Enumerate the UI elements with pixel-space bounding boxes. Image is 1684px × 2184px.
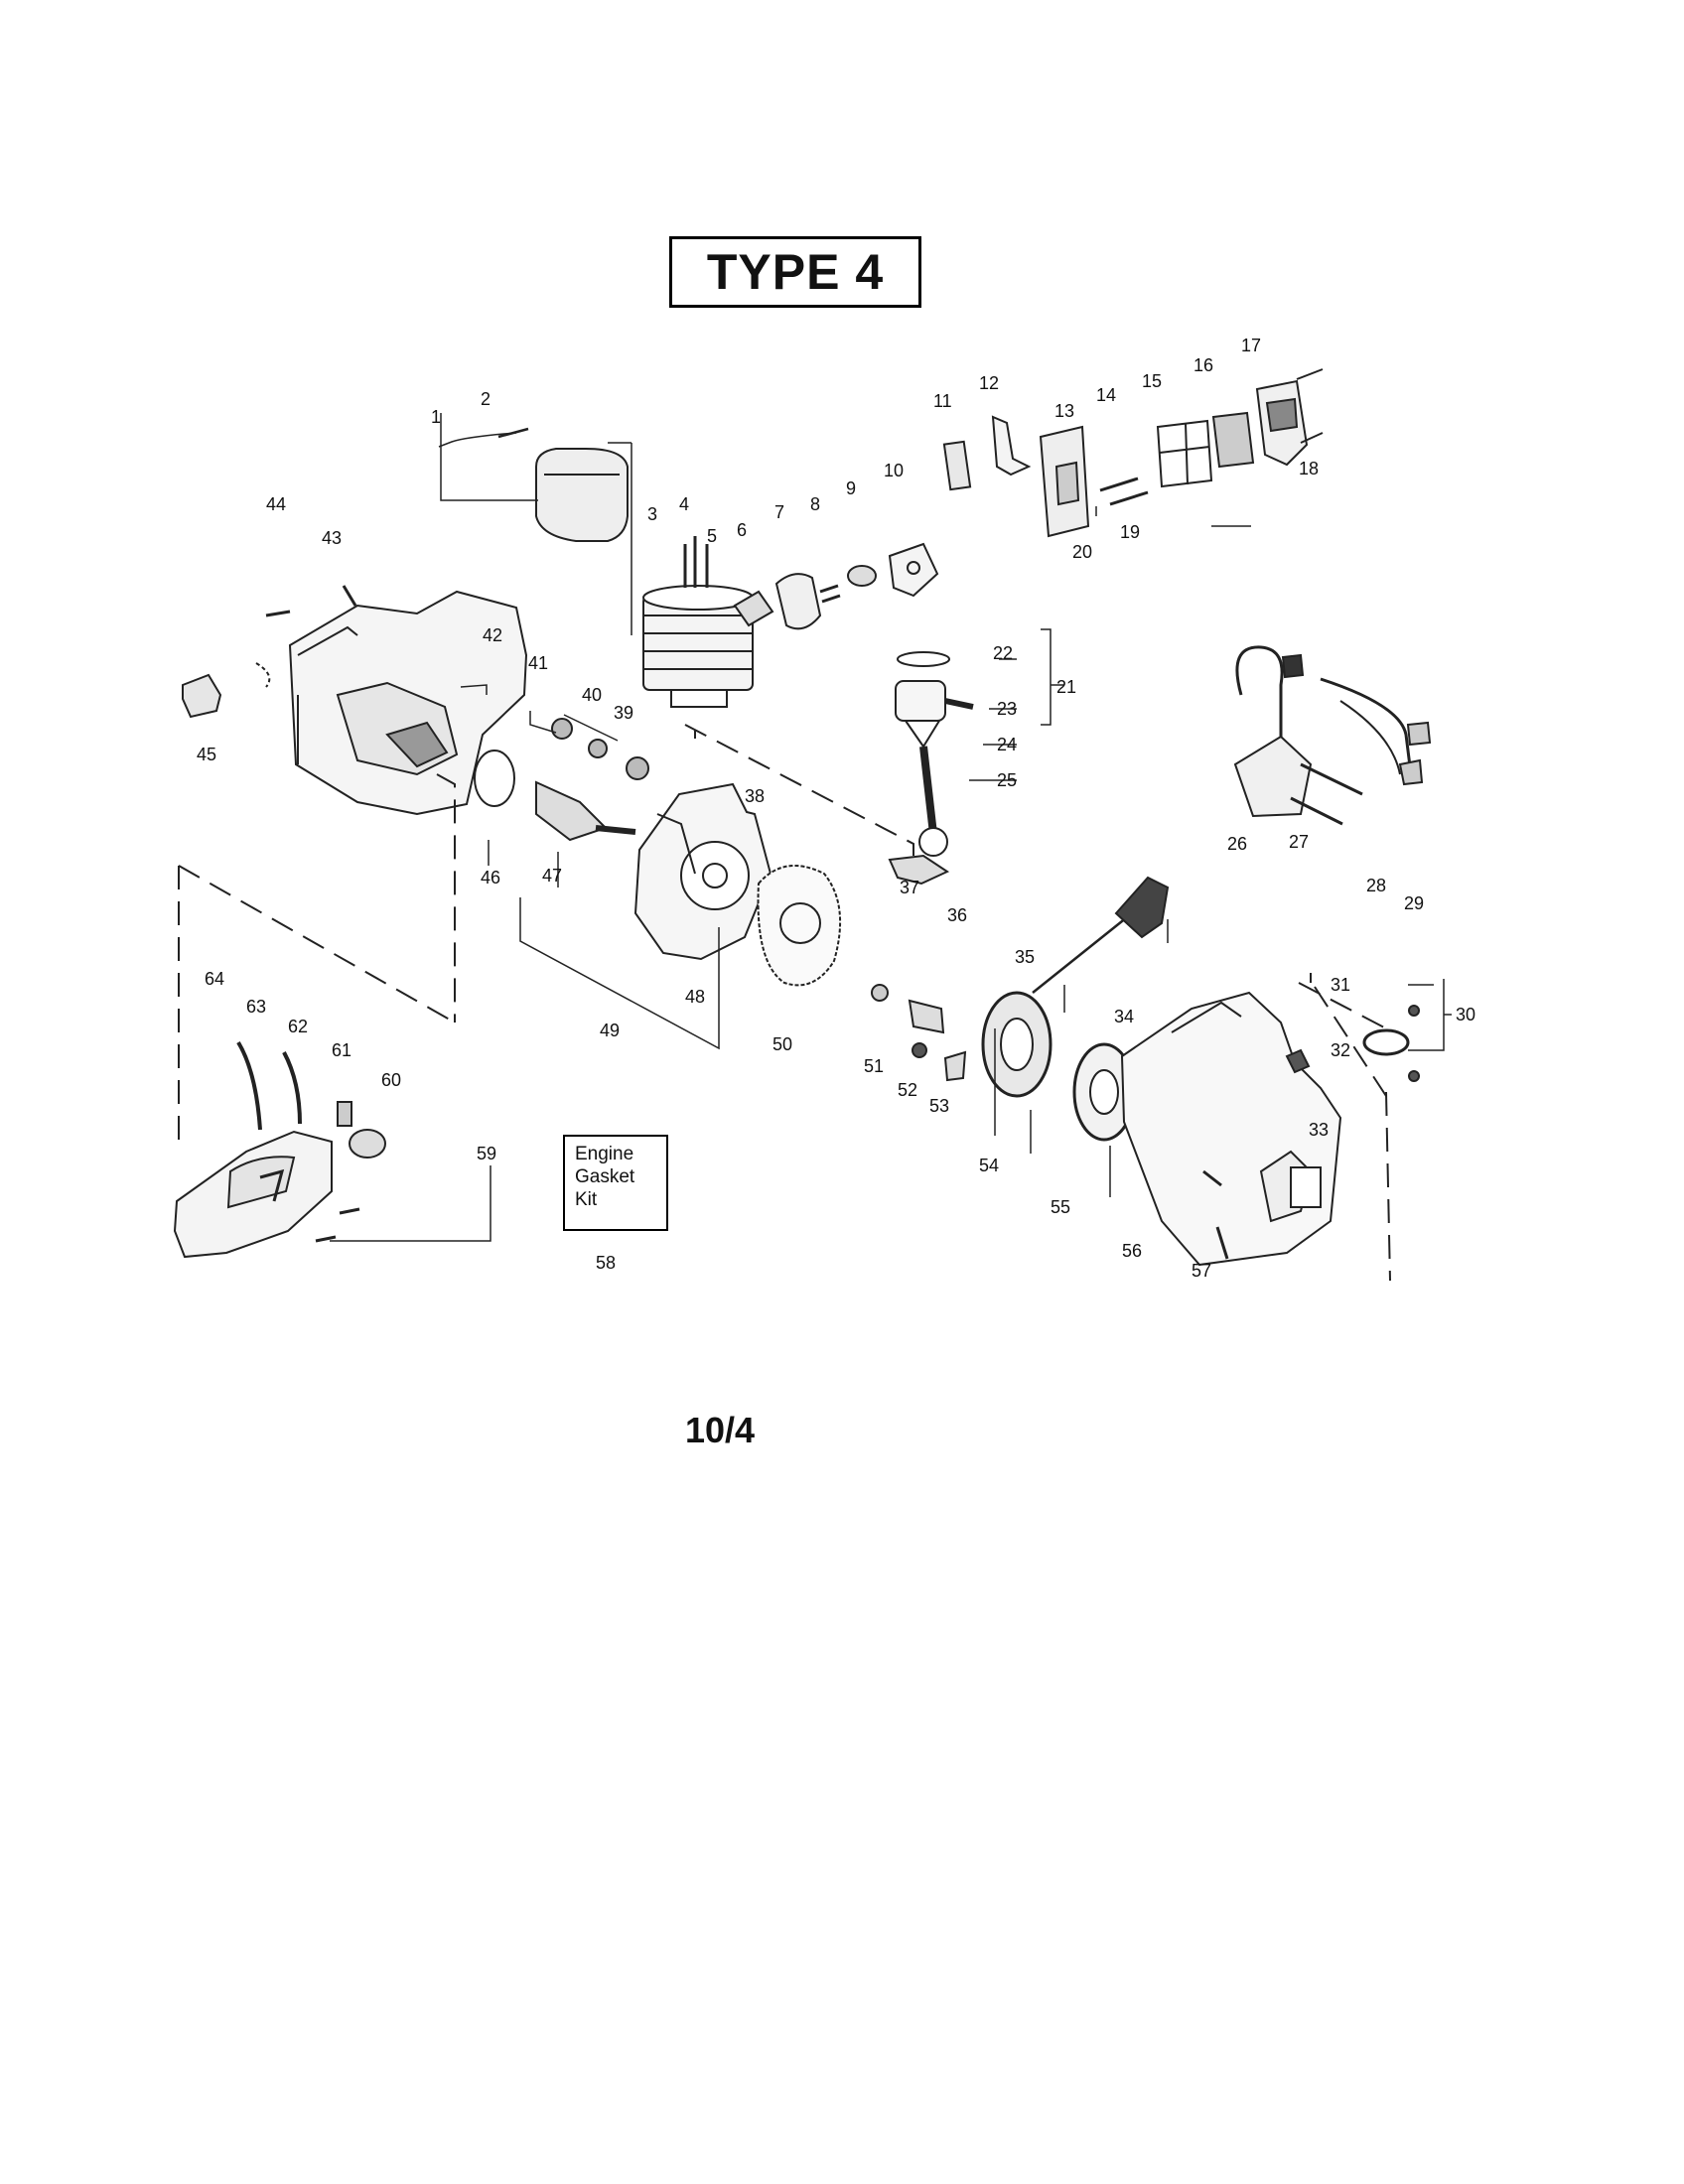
callout-55: 55 [1051,1197,1070,1217]
part-starter-assembly [871,876,1170,1142]
callout-59: 59 [477,1144,496,1163]
callout-62: 62 [288,1017,308,1036]
part-bracket [182,585,357,719]
callout-13: 13 [1054,401,1074,421]
callout-2: 2 [481,389,491,409]
part-carburetor-group [733,542,939,630]
part-crankshaft [474,750,636,842]
callout-51: 51 [864,1056,884,1076]
part-piston-assembly [888,651,974,886]
callout-36: 36 [947,905,967,925]
callout-47: 47 [542,866,562,886]
page-number: 10/4 [685,1410,756,1450]
callout-4: 4 [679,494,689,514]
kit-label-line-2: Gasket [575,1166,635,1187]
callout-18: 18 [1299,459,1319,478]
callout-7: 7 [774,502,784,522]
part-crankcase [633,782,772,961]
part-clamp [1362,1005,1420,1082]
callout-64: 64 [205,969,224,989]
diagram-title: TYPE 4 [669,236,921,308]
part-cylinder [642,536,754,708]
callout-61: 61 [332,1040,351,1060]
part-fuel-tank [173,1040,386,1259]
callout-40: 40 [582,685,602,705]
callout-29: 29 [1404,893,1424,913]
callout-32: 32 [1331,1040,1350,1060]
callout-48: 48 [685,987,705,1007]
callout-12: 12 [979,373,999,393]
callout-5: 5 [707,526,717,546]
callout-1: 1 [431,407,441,427]
callout-42: 42 [483,625,502,645]
callout-45: 45 [197,745,216,764]
callout-63: 63 [246,997,266,1017]
part-air-filter-group [942,368,1324,538]
callout-60: 60 [381,1070,401,1090]
callout-28: 28 [1366,876,1386,895]
callout-8: 8 [810,494,820,514]
callout-56: 56 [1122,1241,1142,1261]
callout-52: 52 [898,1080,917,1100]
callout-41: 41 [528,653,548,673]
callout-25: 25 [997,770,1017,790]
part-shroud-cover [438,427,629,542]
part-engine-housing [288,590,528,816]
callout-16: 16 [1193,355,1213,375]
callout-labels: 1 2 3 4 5 6 7 8 9 10 11 12 13 14 15 16 1… [197,336,1475,1281]
part-ignition-module [1233,645,1432,826]
callout-22: 22 [993,643,1013,663]
callout-20: 20 [1072,542,1092,562]
callout-26: 26 [1227,834,1247,854]
callout-44: 44 [266,494,286,514]
leader-lines [330,413,1452,1242]
callout-23: 23 [997,699,1017,719]
callout-58: 58 [596,1253,616,1273]
callout-57: 57 [1192,1261,1211,1281]
dashed-guide-lines [178,724,1391,1282]
callout-21: 21 [1056,677,1076,697]
callout-33: 33 [1309,1120,1329,1140]
part-fan-housing [1120,991,1342,1267]
callout-11: 11 [933,391,952,411]
engine-gasket-kit-box: Engine Gasket Kit [563,1135,668,1231]
kit-label-line-1: Engine [575,1144,634,1164]
callout-31: 31 [1331,975,1350,995]
callout-15: 15 [1142,371,1162,391]
callout-3: 3 [647,504,657,524]
callout-37: 37 [900,878,919,897]
callout-30: 30 [1456,1005,1475,1024]
callout-10: 10 [884,461,904,480]
callout-50: 50 [772,1034,792,1054]
callout-14: 14 [1096,385,1116,405]
callout-19: 19 [1120,522,1140,542]
callout-38: 38 [745,786,765,806]
callout-24: 24 [997,735,1017,754]
part-bearings [551,718,649,780]
callout-6: 6 [737,520,747,540]
callout-9: 9 [846,478,856,498]
callout-17: 17 [1241,336,1261,355]
callout-39: 39 [614,703,633,723]
callout-54: 54 [979,1156,999,1175]
callout-27: 27 [1289,832,1309,852]
callout-35: 35 [1015,947,1035,967]
callout-46: 46 [481,868,500,887]
callout-49: 49 [600,1021,620,1040]
callout-34: 34 [1114,1007,1134,1026]
kit-label-line-3: Kit [575,1189,598,1210]
callout-43: 43 [322,528,342,548]
callout-53: 53 [929,1096,949,1116]
part-flywheel [757,865,842,987]
